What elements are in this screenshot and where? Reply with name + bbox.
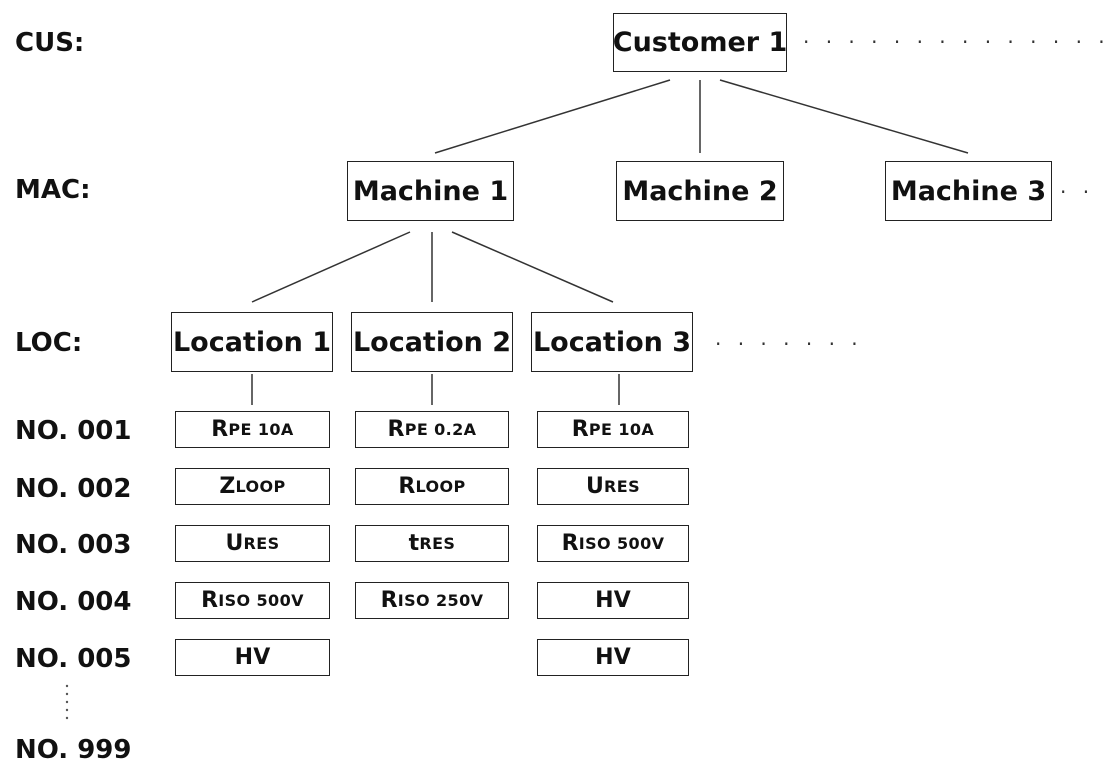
location-2-box: Location 2 — [351, 312, 513, 372]
row-number-004: NO. 004 — [15, 587, 132, 617]
line-customer-machine-1 — [434, 79, 671, 154]
row-number-999: NO. 999 — [15, 735, 132, 765]
level-label-mac: MAC: — [15, 175, 91, 205]
row-number-002: NO. 002 — [15, 474, 132, 504]
test-loc1-005: HV — [175, 639, 330, 676]
test-loc3-004: HV — [537, 582, 689, 619]
location-3-box: Location 3 — [531, 312, 693, 372]
line-machine1-location-1 — [251, 231, 411, 303]
machine-1-box: Machine 1 — [347, 161, 514, 221]
row-number-003: NO. 003 — [15, 530, 132, 560]
test-loc3-005: HV — [537, 639, 689, 676]
machine-2-box: Machine 2 — [616, 161, 784, 221]
line-customer-machine-3 — [719, 79, 969, 154]
level-label-loc: LOC: — [15, 328, 83, 358]
customer-1-box: Customer 1 — [613, 13, 787, 72]
level-label-cus: CUS: — [15, 28, 85, 58]
row-number-001: NO. 001 — [15, 416, 132, 446]
customer-continuation-dots: · · · · · · · · · · · · · · — [803, 30, 1103, 54]
location-1-box: Location 1 — [171, 312, 333, 372]
machine-3-box: Machine 3 — [885, 161, 1052, 221]
line-machine1-location-3 — [451, 231, 614, 303]
row-number-005: NO. 005 — [15, 644, 132, 674]
machine-continuation-dots: · · · — [1060, 180, 1103, 204]
vertical-ellipsis — [65, 684, 69, 720]
location-continuation-dots: · · · · · · · — [715, 332, 863, 356]
